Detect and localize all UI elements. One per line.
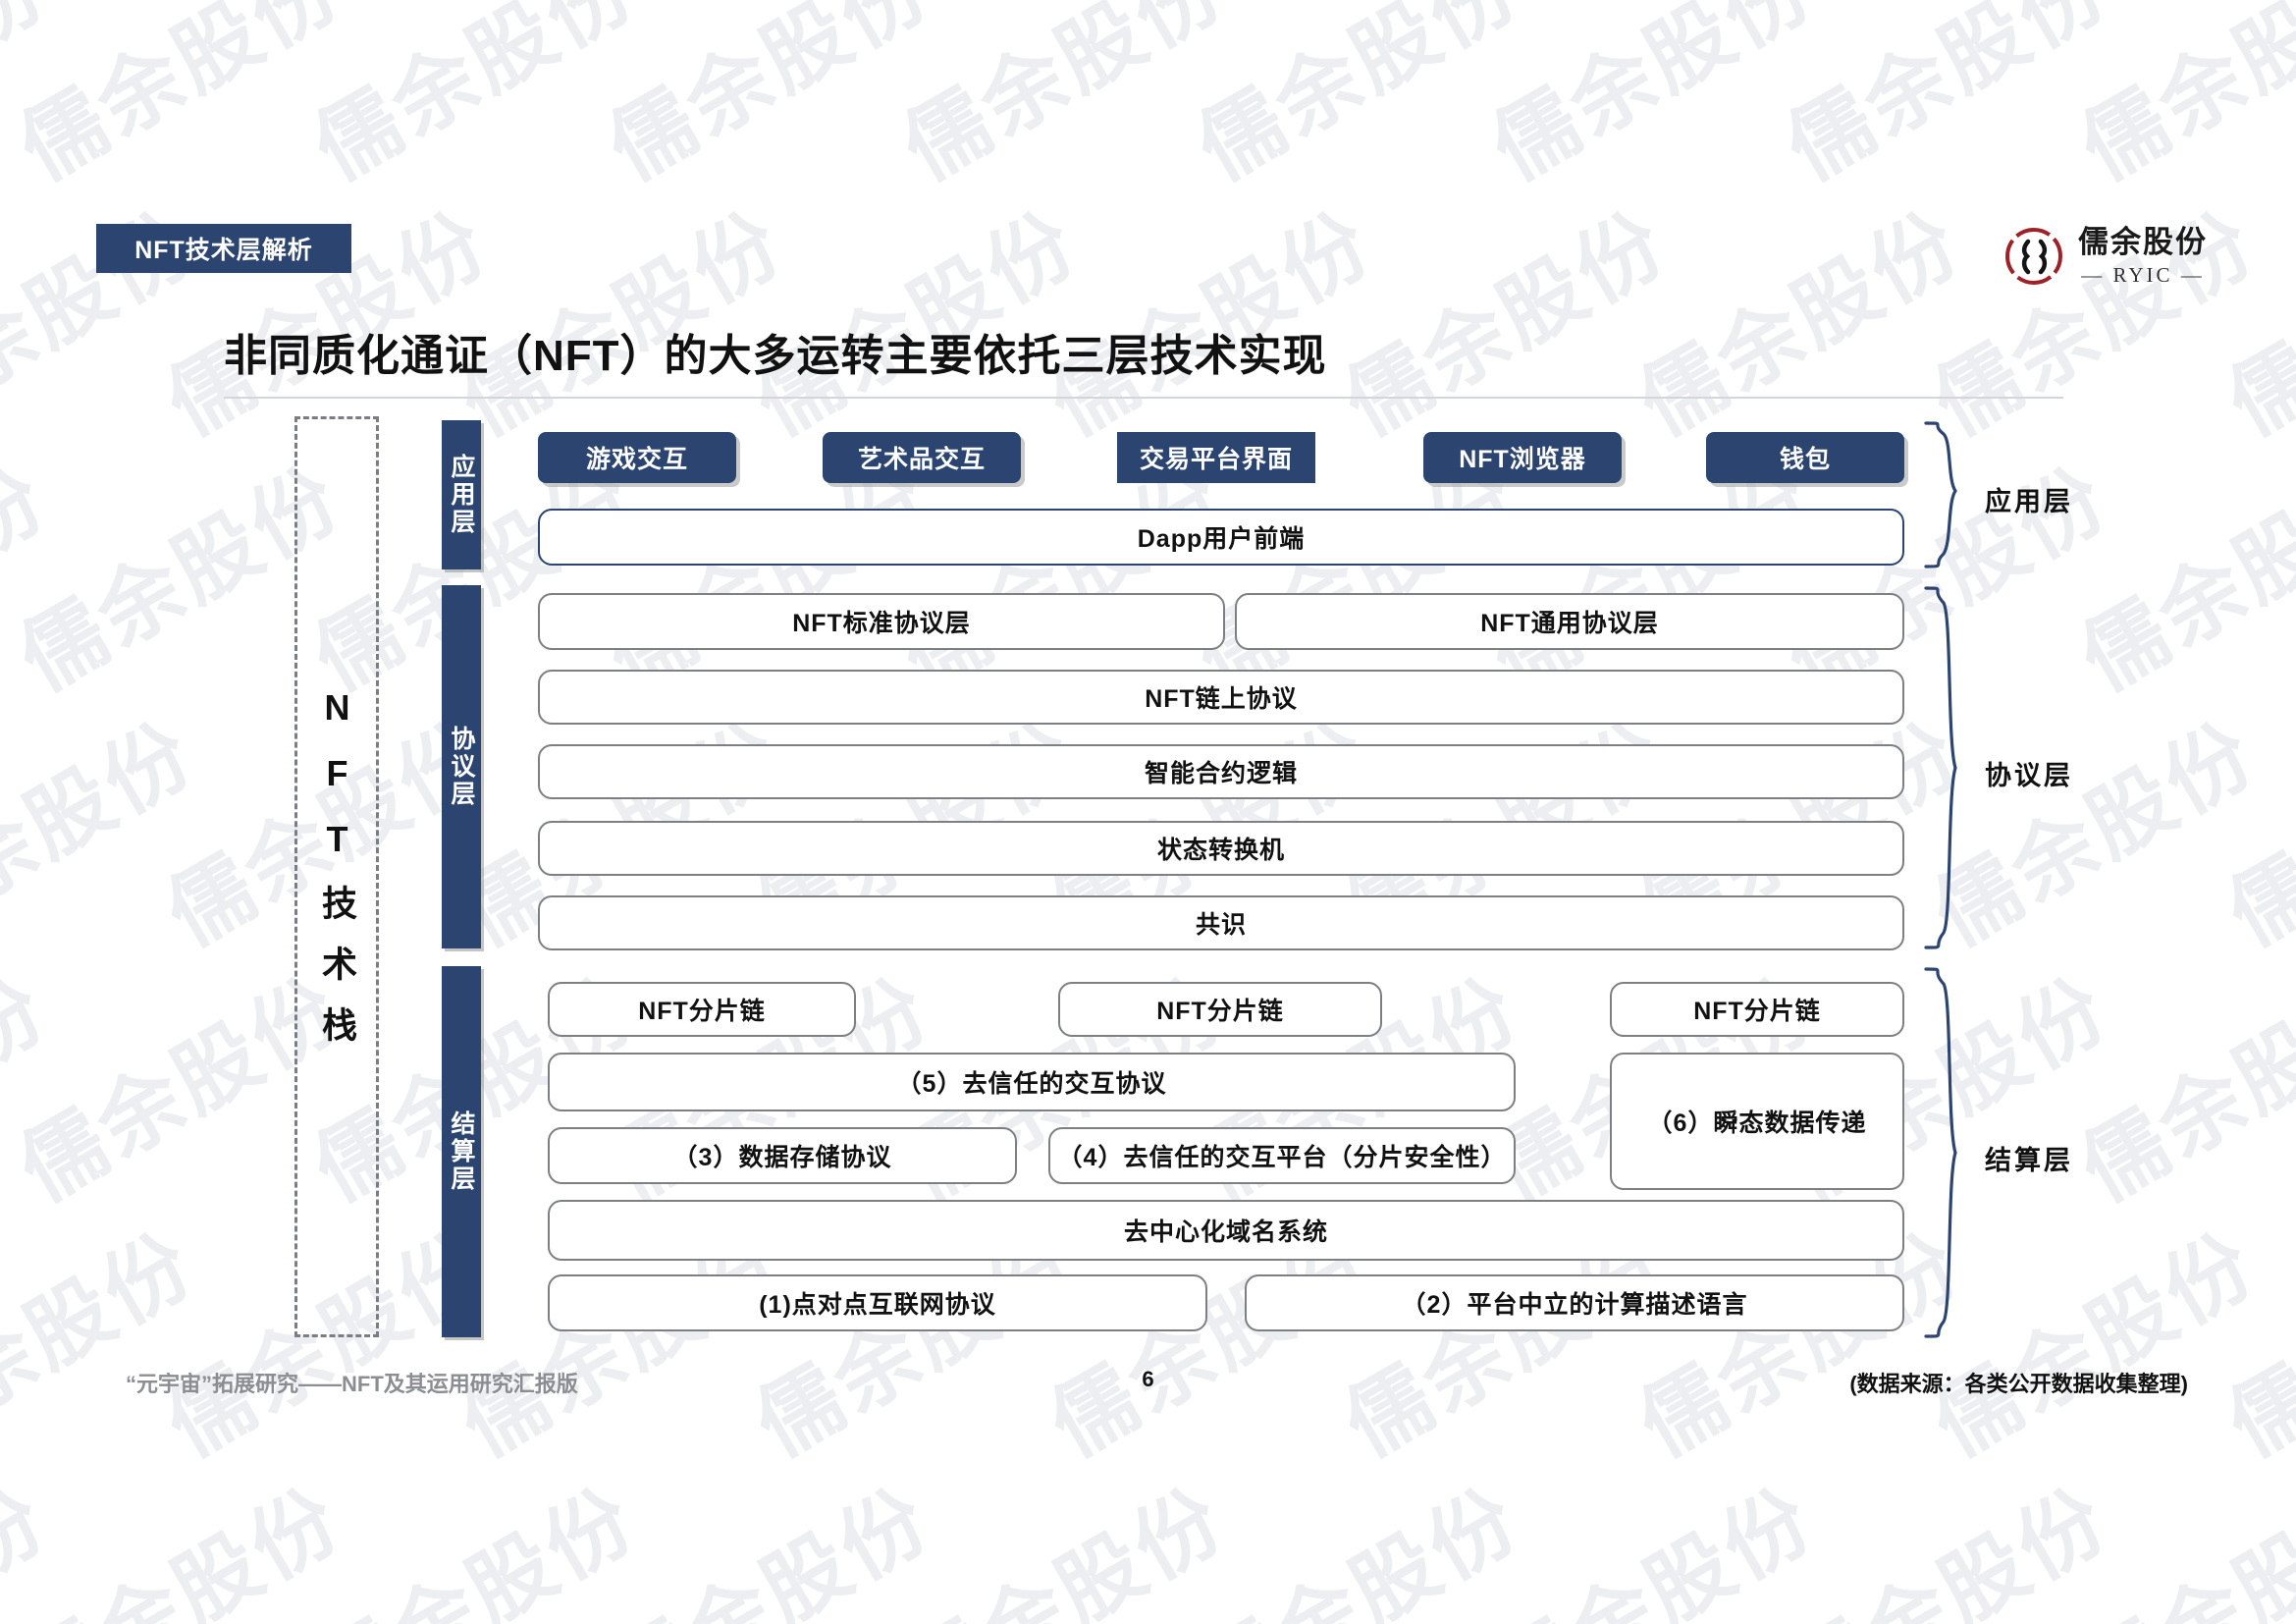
settlement-box-trustless-interaction-protocol[interactable]: （5）去信任的交互协议 <box>548 1053 1516 1111</box>
footer-data-source: (数据来源：各类公开数据收集整理) <box>1849 1372 2188 1396</box>
brace-settlement <box>1922 966 1973 1344</box>
layer-bar-settlement: 结算层 <box>442 966 481 1337</box>
layer-bar-application-label: 应用层 <box>448 454 475 536</box>
layer-bar-protocol-label: 协议层 <box>448 726 475 808</box>
protocol-box-consensus[interactable]: 共识 <box>538 895 1904 950</box>
settlement-box-decentralized-dns[interactable]: 去中心化域名系统 <box>548 1200 1904 1261</box>
layer-bar-settlement-label: 结算层 <box>448 1110 475 1193</box>
footer-page-number: 6 <box>1142 1367 1154 1391</box>
layer-bar-application: 应用层 <box>442 420 481 569</box>
app-pill-trading-platform-ui[interactable]: 交易平台界面 <box>1117 432 1315 483</box>
settlement-box-transient-data-transfer[interactable]: （6）瞬态数据传递 <box>1610 1053 1904 1190</box>
settlement-box-shard-chain-3[interactable]: NFT分片链 <box>1610 982 1904 1037</box>
brace-label-settlement: 结算层 <box>1985 1146 2073 1175</box>
settlement-box-trustless-interaction-platform[interactable]: （4）去信任的交互平台（分片安全性） <box>1048 1127 1516 1184</box>
settlement-box-shard-chain-2[interactable]: NFT分片链 <box>1058 982 1382 1037</box>
app-pill-nft-browser[interactable]: NFT浏览器 <box>1423 432 1622 483</box>
page-title: 非同质化通证（NFT）的大多运转主要依托三层技术实现 <box>224 332 1327 380</box>
protocol-box-nft-onchain[interactable]: NFT链上协议 <box>538 670 1904 725</box>
app-box-dapp-frontend[interactable]: Dapp用户前端 <box>538 509 1904 566</box>
logo-name-cn: 儒余股份 <box>2078 225 2208 259</box>
app-pill-game-interaction[interactable]: 游戏交互 <box>538 432 736 483</box>
settlement-box-p2p-protocol[interactable]: (1)点对点互联网协议 <box>548 1274 1207 1331</box>
title-divider <box>224 397 2063 399</box>
settlement-box-data-storage-protocol[interactable]: （3）数据存储协议 <box>548 1127 1017 1184</box>
protocol-box-nft-general[interactable]: NFT通用协议层 <box>1235 593 1904 650</box>
footer-report-name: “元宇宙”拓展研究——NFT及其运用研究汇报版 <box>126 1372 578 1396</box>
ryic-circle-logo-icon <box>2003 226 2064 287</box>
app-pill-art-interaction[interactable]: 艺术品交互 <box>823 432 1021 483</box>
protocol-box-smart-contract-logic[interactable]: 智能合约逻辑 <box>538 744 1904 799</box>
settlement-box-platform-neutral-language[interactable]: （2）平台中立的计算描述语言 <box>1245 1274 1904 1331</box>
brace-label-protocol: 协议层 <box>1985 761 2073 790</box>
brace-application <box>1922 420 1973 574</box>
brace-protocol <box>1922 585 1973 955</box>
header-badge: NFT技术层解析 <box>96 224 351 273</box>
brand-logo: 儒余股份 — RYIC — <box>2003 224 2208 289</box>
logo-name-en: — RYIC — <box>2081 263 2205 287</box>
settlement-box-shard-chain-1[interactable]: NFT分片链 <box>548 982 856 1037</box>
protocol-box-state-machine[interactable]: 状态转换机 <box>538 821 1904 876</box>
protocol-box-nft-standard[interactable]: NFT标准协议层 <box>538 593 1225 650</box>
nft-stack-label-text: NFT技术栈 <box>317 686 357 1067</box>
header-badge-label: NFT技术层解析 <box>134 237 313 264</box>
nft-stack-dashed-box <box>294 416 379 1337</box>
logo-text: 儒余股份 — RYIC — <box>2078 227 2208 286</box>
app-pill-wallet[interactable]: 钱包 <box>1706 432 1904 483</box>
brace-label-application: 应用层 <box>1985 487 2073 516</box>
nft-stack-vertical-label: NFT技术栈 <box>294 416 379 1337</box>
layer-bar-protocol: 协议层 <box>442 585 481 948</box>
